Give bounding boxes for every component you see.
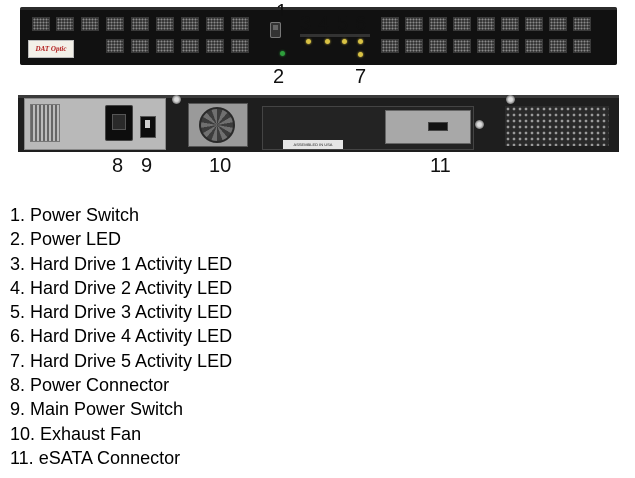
legend-item: 4. Hard Drive 2 Activity LED <box>10 277 233 298</box>
fan-icon <box>199 107 235 143</box>
legend-item: 11. eSATA Connector <box>10 447 181 468</box>
vent-slot <box>381 39 399 53</box>
vent-slot <box>453 17 471 31</box>
main-power-switch <box>140 116 156 138</box>
vent-slot <box>453 39 471 53</box>
callout-4: 4 <box>318 13 330 35</box>
vent-slot <box>573 39 591 53</box>
power-led <box>280 51 285 56</box>
hdd3-activity-led <box>342 39 347 44</box>
callout-10: 10 <box>209 155 232 177</box>
legend-item: 6. Hard Drive 4 Activity LED <box>10 326 233 347</box>
led-strip <box>300 34 370 37</box>
exhaust-fan <box>188 103 248 147</box>
legend-item: 5. Hard Drive 3 Activity LED <box>10 302 233 323</box>
callout-11: 11 <box>430 155 451 177</box>
callout-2: 2 <box>273 66 285 88</box>
esata-bracket <box>385 110 471 144</box>
vent-slot <box>181 17 199 31</box>
screw <box>172 95 181 104</box>
vent-slot <box>525 17 543 31</box>
brand-logo: DAT Optic <box>28 40 74 58</box>
callout-5: 5 <box>337 13 349 35</box>
callout-3: 3 <box>300 13 312 35</box>
vent-slot <box>525 39 543 53</box>
vent-slot <box>405 17 423 31</box>
legend-item: 1. Power Switch <box>10 205 140 225</box>
assembled-label: ASSEMBLED IN USA <box>283 140 343 149</box>
vent-slot <box>549 17 567 31</box>
vent-slot <box>381 17 399 31</box>
vent-slot <box>429 17 447 31</box>
legend-item: 3. Hard Drive 1 Activity LED <box>10 253 233 274</box>
vent-slot <box>131 17 149 31</box>
vent-slot <box>106 39 124 53</box>
callout-9: 9 <box>141 155 153 177</box>
legend-item: 9. Main Power Switch <box>10 399 184 420</box>
vent-slot <box>106 17 124 31</box>
vent-slot <box>32 17 50 31</box>
callout-6: 6 <box>355 13 367 35</box>
screw <box>506 95 515 104</box>
vent-slot <box>206 39 224 53</box>
callout-7: 7 <box>355 66 367 88</box>
power-connector <box>105 105 133 141</box>
psu-vent <box>30 104 60 142</box>
vent-slot <box>477 17 495 31</box>
vent-slot <box>501 39 519 53</box>
hdd4-activity-led <box>358 39 363 44</box>
esata-connector <box>428 122 448 131</box>
vent-slot <box>501 17 519 31</box>
legend-list: 1. Power Switch 2. Power LED 3. Hard Dri… <box>10 203 232 470</box>
vent-slot <box>81 17 99 31</box>
legend-item: 7. Hard Drive 5 Activity LED <box>10 350 233 371</box>
vent-slot <box>573 17 591 31</box>
vent-slot <box>231 17 249 31</box>
vent-slot <box>549 39 567 53</box>
vent-slot <box>181 39 199 53</box>
callout-1: 1 <box>276 1 288 23</box>
hdd2-activity-led <box>325 39 330 44</box>
vent-slot <box>206 17 224 31</box>
vent-slot <box>156 39 174 53</box>
vent-slot <box>156 17 174 31</box>
vent-slot <box>429 39 447 53</box>
legend-item: 2. Power LED <box>10 229 122 250</box>
callout-8: 8 <box>112 155 124 177</box>
screw <box>475 120 484 129</box>
vent-slot <box>231 39 249 53</box>
hdd1-activity-led <box>306 39 311 44</box>
vent-slot <box>131 39 149 53</box>
vent-slot <box>477 39 495 53</box>
vent-slot <box>56 17 74 31</box>
legend-item: 10. Exhaust Fan <box>10 423 142 444</box>
power-switch <box>270 22 281 38</box>
rear-vent-grille <box>505 106 609 146</box>
hdd5-activity-led <box>358 52 363 57</box>
legend-item: 8. Power Connector <box>10 375 170 396</box>
vent-slot <box>405 39 423 53</box>
